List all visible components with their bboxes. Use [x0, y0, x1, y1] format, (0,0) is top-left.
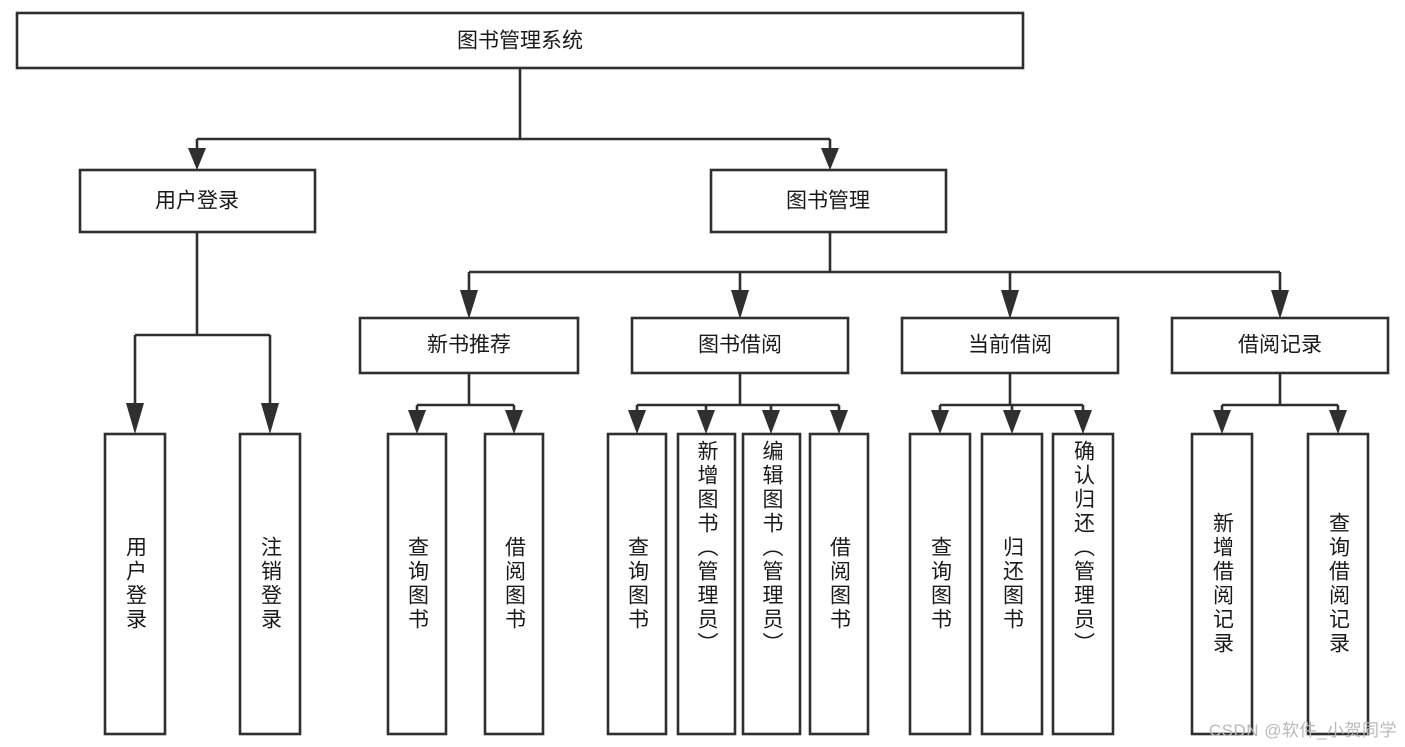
arrow-to-leaf-logout	[261, 403, 279, 434]
node-book-borrow[interactable]: 图书借阅	[630, 316, 850, 375]
arrow-to-leaf-return-book	[1003, 410, 1021, 434]
node-user-login-box[interactable]	[78, 168, 317, 234]
node-root[interactable]: 图书管理系统	[15, 11, 1025, 70]
node-user-login-label: 用户登录	[155, 190, 239, 213]
arrow-to-leaf-borrow-book-b	[830, 410, 848, 434]
leaf-borrow-book-a-box[interactable]	[483, 432, 545, 736]
leaf-confirm-return-box[interactable]	[1051, 432, 1115, 736]
leaf-query-book-a-box[interactable]	[386, 432, 448, 736]
node-new-book-recommend-label: 新书推荐	[427, 334, 511, 357]
node-borrow-record-label: 借阅记录	[1238, 334, 1322, 357]
leaf-logout-box[interactable]	[238, 432, 302, 736]
node-book-manage-box[interactable]	[709, 168, 948, 234]
leaf-add-record-box[interactable]	[1190, 432, 1254, 736]
arrow-to-leaf-query-book-c	[931, 410, 949, 434]
node-current-borrow[interactable]: 当前借阅	[900, 316, 1120, 375]
leaf-user-login-box[interactable]	[103, 432, 167, 736]
leaf-add-book-box[interactable]	[676, 432, 737, 736]
node-new-book-recommend-box[interactable]	[358, 316, 580, 375]
leaf-edit-book-box[interactable]	[741, 432, 802, 736]
arrow-to-leaf-query-book-b	[628, 410, 646, 434]
node-book-borrow-label: 图书借阅	[698, 334, 782, 357]
arrow-to-leaf-add-record	[1213, 410, 1231, 434]
arrow-to-leaf-query-book-a	[408, 410, 426, 434]
node-user-login[interactable]: 用户登录	[78, 168, 317, 234]
arrow-root-to-bookmanage	[821, 148, 839, 170]
arrow-to-new-book-rec	[460, 290, 478, 319]
leaf-box-layer	[103, 432, 1370, 736]
arrow-to-borrow-record	[1271, 290, 1289, 319]
node-borrow-record-box[interactable]	[1170, 316, 1390, 375]
leaf-borrow-book-b-box[interactable]	[808, 432, 870, 736]
arrow-root-to-userlogin	[188, 148, 206, 170]
leaf-return-book-box[interactable]	[980, 432, 1044, 736]
node-book-manage[interactable]: 图书管理	[709, 168, 948, 234]
node-root-label: 图书管理系统	[457, 30, 583, 53]
watermark-text: CSDN @软件_小贺同学	[1208, 721, 1397, 740]
leaf-query-book-c-box[interactable]	[908, 432, 972, 736]
node-borrow-record[interactable]: 借阅记录	[1170, 316, 1390, 375]
arrow-to-leaf-borrow-book-a	[505, 410, 523, 434]
connector-layer	[126, 68, 1347, 434]
node-root-box[interactable]	[15, 11, 1025, 70]
leaf-query-book-b-box[interactable]	[606, 432, 668, 736]
arrow-to-leaf-user-login	[126, 403, 144, 434]
arrow-to-leaf-confirm-return	[1074, 410, 1092, 434]
arrow-to-current-borrow	[1001, 290, 1019, 319]
arrow-to-book-borrow	[731, 290, 749, 319]
node-new-book-recommend[interactable]: 新书推荐	[358, 316, 580, 375]
arrow-to-leaf-edit-book	[762, 410, 780, 434]
arrow-to-leaf-add-book	[697, 410, 715, 434]
leaf-query-record-box[interactable]	[1306, 432, 1370, 736]
node-current-borrow-label: 当前借阅	[968, 334, 1052, 357]
node-current-borrow-box[interactable]	[900, 316, 1120, 375]
node-book-manage-label: 图书管理	[786, 190, 870, 213]
node-book-borrow-box[interactable]	[630, 316, 850, 375]
arrow-to-leaf-query-record	[1329, 410, 1347, 434]
